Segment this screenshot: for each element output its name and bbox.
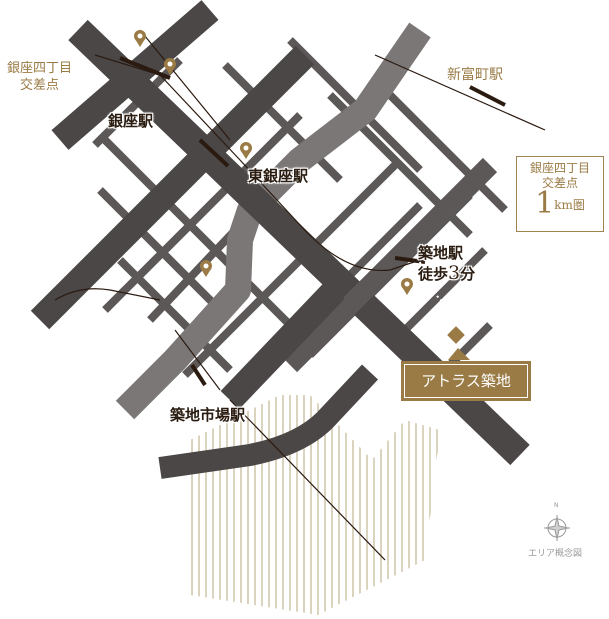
station-platforms [119,56,506,387]
shintomicho-station-label: 新富町駅 [447,67,503,83]
tsukiji-market-station-label: 築地市場駅 [170,406,246,424]
compass-north-label: N [554,502,559,509]
property-name-label: アトラス築地 [401,361,531,401]
tsukiji-station-label: 築地駅 徒歩3分 [418,243,475,284]
tsukiji-walk-unit: 分 [460,265,476,283]
walking-route [419,261,459,337]
rail-lines [54,29,546,561]
tsukiji-walk-time: 徒歩3分 [418,263,475,284]
higashi-ginza-station-label: 東銀座駅 [248,167,309,185]
radius-line2: 交差点 [541,176,578,190]
expressway [115,22,431,420]
radius-distance-number: 1 [535,186,555,221]
map-concept-label: エリア概念図 [528,549,583,559]
radius-distance: 1km圏 [517,189,603,219]
tsukiji-station-name: 築地駅 [418,244,464,262]
compass-icon [544,515,570,541]
ginza-crossing-label: 銀座四丁目 交差点 [7,60,72,94]
radius-distance-unit: km圏 [554,198,585,212]
ginza-crossing-line1: 銀座四丁目 [7,61,73,76]
diamond-marker-icon [445,324,470,360]
radius-line1: 銀座四丁目 [529,161,590,175]
map-pin-icon [134,30,413,295]
ginza-station-label: 銀座駅 [108,112,154,130]
tsukiji-walk-prefix: 徒歩 [418,265,449,283]
expressway-curve [158,364,379,479]
ginza-crossing-line2: 交差点 [20,78,60,93]
tsukiji-walk-minutes: 3 [448,262,461,284]
radius-info-box: 銀座四丁目 交差点 1km圏 [516,156,604,232]
